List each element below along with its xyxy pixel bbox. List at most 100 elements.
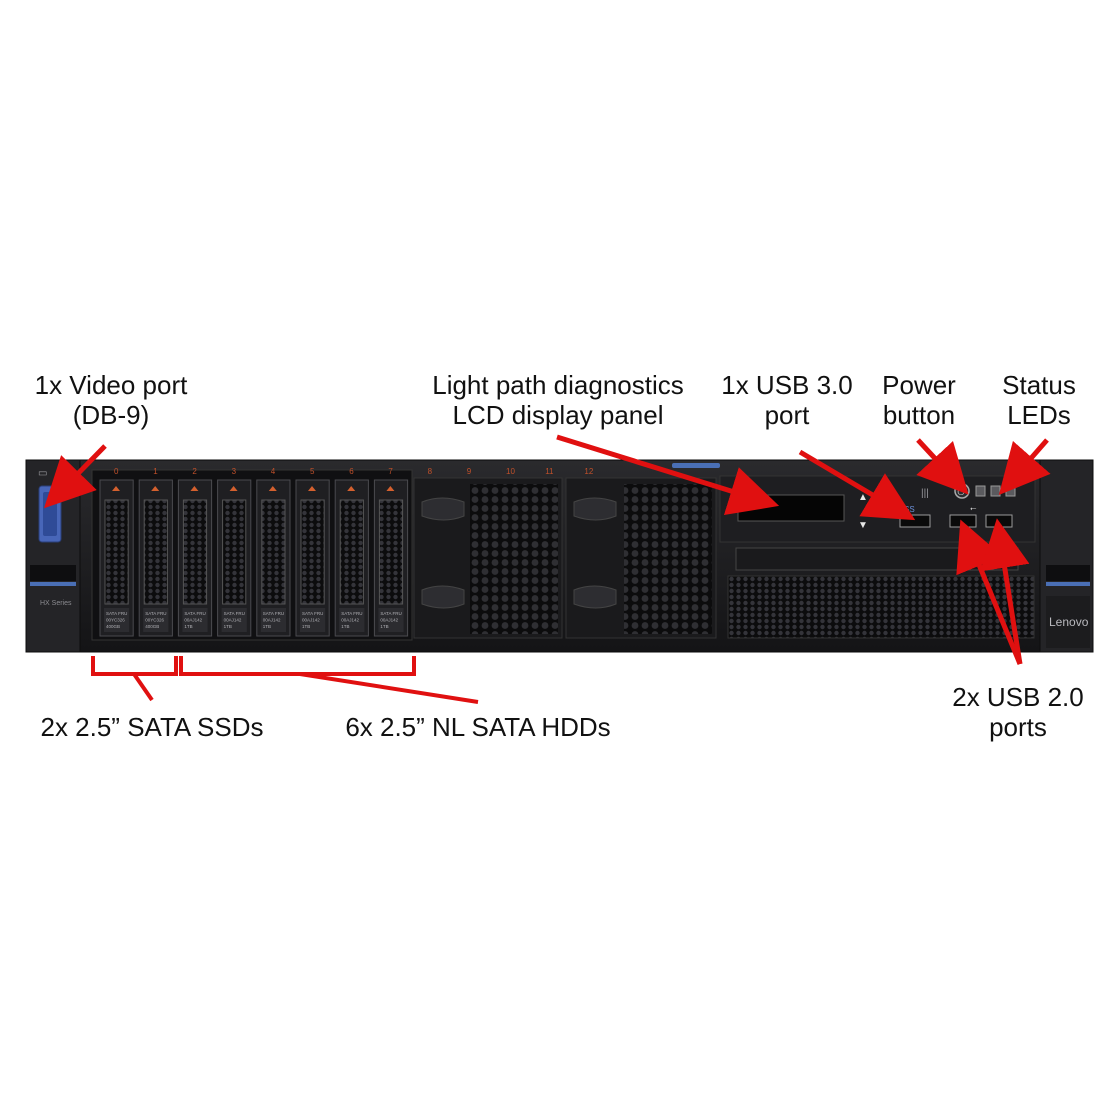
drive-vent-mesh [339,499,364,605]
drive-label-text: 00AJ142 [302,618,320,623]
drive-vent-mesh [222,499,247,605]
drive-label-plate [260,608,286,632]
drive-label-plate [339,608,365,632]
drive-label-text: SATA FRU [224,611,245,616]
arrow-status [998,438,1051,496]
drive-label-text: 00AJ142 [263,618,281,623]
bay-number: 6 [349,467,354,476]
callout-usb3-line1: 1x USB 3.0 [721,370,853,400]
bracket-ssds [91,656,178,676]
drive-label-text: 00AJ142 [380,618,398,623]
bay-number: 1 [153,467,158,476]
drive-label-text: 00YC326 [145,618,164,623]
drive-label-text: SATA FRU [380,611,401,616]
bay-number: 5 [310,467,315,476]
usb-icon: ⭠ [970,504,977,513]
drive-label-text: 1TB [224,624,232,629]
drive-vent-mesh [300,499,325,605]
bay-number: 11 [545,467,554,476]
drive-label-text: 1TB [341,624,349,629]
bay-number: 2 [192,467,197,476]
callout-ssds: 2x 2.5” SATA SSDs [24,712,280,742]
arrow-usb2-b [980,518,1030,665]
bay-number: 0 [114,467,119,476]
drive-label-text: 1TB [380,624,388,629]
drive-activity-led [112,486,120,491]
bottom-vent-grille [727,575,1035,639]
drive-label-plate [300,608,326,632]
arrow-usb2-a [956,519,1023,665]
left-ear-handle [30,565,76,581]
drive-label-text: 1TB [263,624,271,629]
usb3-port[interactable] [899,514,931,528]
drive-label-plate [221,608,247,632]
callout-usb3: 1x USB 3.0 port [710,370,864,430]
callout-ssds-line1: 2x 2.5” SATA SSDs [40,712,264,742]
bay-number: 3 [232,467,237,476]
usb2-port-1[interactable] [949,514,977,528]
bay-number: 4 [271,467,276,476]
drive-vent-mesh [104,499,129,605]
callout-power: Power button [870,370,968,430]
usb3-logo: SS [904,505,915,514]
drive-activity-led [347,486,356,491]
drive-label-plate [182,608,208,632]
drive-label-text: SATA FRU [302,611,323,616]
callout-usb2-line2: ports [989,712,1047,742]
right-ear-blue-strip [1046,582,1090,586]
callout-power-line2: button [882,400,956,430]
brand-badge [1046,596,1090,648]
arrow-usb3 [798,449,916,521]
callout-status-line1: Status [1002,370,1076,400]
lcd-down-button[interactable]: ▼ [858,520,868,531]
drive-label-text: 400GB [106,624,120,629]
status-led-1 [975,485,986,497]
drive-activity-led [229,486,238,491]
drive-vent-mesh [378,499,404,605]
callout-lcd-panel: Light path diagnostics LCD display panel [416,370,700,430]
drive-label-text: SATA FRU [263,611,284,616]
left-ear-blue-strip [30,582,76,586]
drive-label-text: 400GB [145,624,159,629]
callout-lcd-panel-line2: LCD display panel [452,400,664,430]
bay-number: 10 [506,467,515,476]
drive-activity-led [386,486,395,491]
drive-label-text: SATA FRU [341,611,362,616]
callout-hdds-line1: 6x 2.5” NL SATA HDDs [345,712,611,742]
bracket-hdds-leader [299,672,479,704]
lcd-select-button[interactable]: ✓ [868,507,876,518]
callout-video-port: 1x Video port (DB-9) [18,370,204,430]
bay-number: 8 [428,467,433,476]
drive-label-text: 00AJ142 [224,618,242,623]
drive-label-plate [104,608,130,632]
led-grille-icon: ||| [921,488,929,499]
callout-lcd-panel-line1: Light path diagnostics [432,370,684,400]
callout-status-line2: LEDs [1007,400,1071,430]
drive-vent-mesh [143,499,168,605]
drive-activity-led [151,486,160,491]
drive-label-text: SATA FRU [145,611,166,616]
callout-usb2: 2x USB 2.0 ports [940,682,1096,742]
drive-vent-mesh [261,499,286,605]
drive-label-text: SATA FRU [106,611,127,616]
callout-arrows [44,434,1051,704]
bracket-hdds [179,656,416,676]
callout-power-line1: Power [882,370,956,400]
bracket-ssds-leader [132,672,154,702]
arrow-lcd-panel [556,434,780,515]
status-led-2 [990,485,1001,497]
drive-label-text: 1TB [184,624,192,629]
drive-label-plate [378,608,404,632]
bay-number: 9 [467,467,472,476]
usb2-port-2[interactable] [985,514,1013,528]
arrow-video-port [44,444,107,509]
